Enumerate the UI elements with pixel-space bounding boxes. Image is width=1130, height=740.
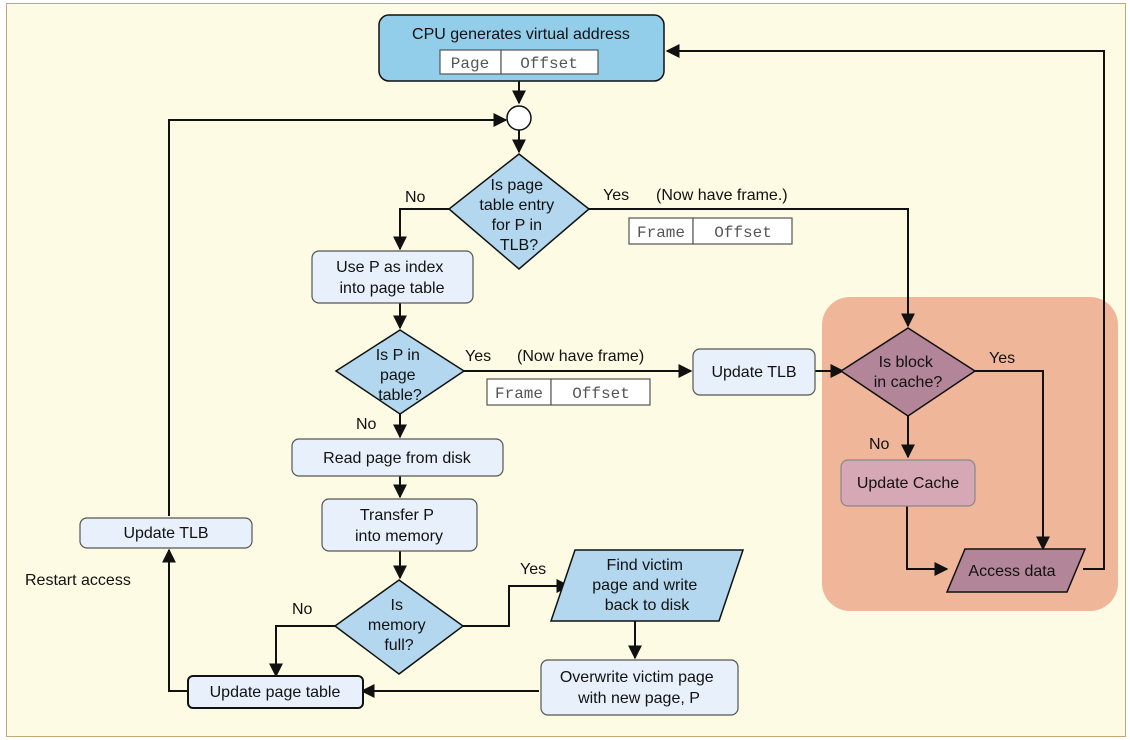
update-cache-node: Update Cache xyxy=(840,459,976,507)
pt-no-label: No xyxy=(356,416,377,433)
tlb-yes-label: Yes xyxy=(603,187,629,204)
edge-mem-yes xyxy=(463,579,571,627)
svg-text:Frame: Frame xyxy=(637,224,685,242)
merge-connector xyxy=(506,105,532,131)
update-page-table-node: Update page table xyxy=(187,675,364,709)
pt-yes-label: Yes xyxy=(465,348,491,365)
page-field-box xyxy=(439,49,502,75)
overwrite-victim-node: Overwrite victim page with new page, P xyxy=(540,659,739,716)
pt-note-label: (Now have frame) xyxy=(517,348,644,365)
tlb-no-label: No xyxy=(405,189,426,206)
find-victim-node: Find victim page and write back to disk xyxy=(549,549,745,622)
svg-text:Update TLB: Update TLB xyxy=(123,525,208,542)
update-tlb-left-node: Update TLB xyxy=(79,517,253,549)
read-page-from-disk-node: Read page from disk xyxy=(291,438,504,477)
edges xyxy=(162,44,1105,698)
mem-no-label: No xyxy=(292,601,313,618)
cache-check-diamond: Is block in cache? xyxy=(839,327,977,417)
offset-field-box xyxy=(500,49,599,75)
frame-offset-box-middle: Frame Offset xyxy=(486,378,651,406)
cpu-generates-label: CPU generates virtual address xyxy=(412,26,630,43)
svg-text:Frame: Frame xyxy=(495,385,543,403)
svg-text:Read page from disk: Read page from disk xyxy=(323,450,472,467)
transfer-p-node: Transfer P into memory xyxy=(321,498,478,552)
edge-restart-access xyxy=(168,113,508,516)
svg-text:Is block in cache?: Is block in cache? xyxy=(874,354,943,391)
tlb-check-diamond: Is page table entry for P in TLB? xyxy=(447,153,591,270)
tlb-note-label: (Now have frame.) xyxy=(656,187,788,204)
cpu-generates-node: CPU generates virtual address Page Offse… xyxy=(378,14,665,82)
svg-text:Offset: Offset xyxy=(714,224,772,242)
restart-access-label: Restart access xyxy=(25,572,131,589)
svg-text:Access data: Access data xyxy=(968,563,1055,580)
edge-access-to-cpu xyxy=(665,44,1105,570)
access-data-node: Access data xyxy=(945,548,1087,593)
svg-text:Is memory full?: Is memory full? xyxy=(368,597,430,654)
diagram-canvas: CPU generates virtual address Page Offse… xyxy=(6,3,1126,737)
edge-update-pt-to-update-tlb xyxy=(162,548,188,692)
edge-cache-yes xyxy=(975,370,1050,551)
svg-text:Find victim page and wri: Find victim page and write back to disk xyxy=(592,557,701,614)
update-tlb-right-node: Update TLB xyxy=(692,348,816,396)
page-field-label: Page xyxy=(451,55,489,73)
svg-text:Update TLB: Update TLB xyxy=(711,364,796,381)
use-p-as-index-node: Use P as index into page table xyxy=(311,250,474,304)
svg-text:Update Cache: Update Cache xyxy=(857,475,959,492)
svg-text:Overwrite victim page wi: Overwrite victim page with new page, P xyxy=(560,669,718,707)
flowchart: CPU generates virtual address Page Offse… xyxy=(25,14,1118,716)
memory-full-diamond: Is memory full? xyxy=(333,579,465,675)
svg-text:Transfer P into memory: Transfer P into memory xyxy=(355,507,443,545)
svg-text:Is P in page table: Is P in page table? xyxy=(376,347,425,404)
page-table-check-diamond: Is P in page table? xyxy=(334,329,466,415)
svg-text:Update page table: Update page table xyxy=(210,684,341,701)
offset-field-label: Offset xyxy=(520,55,578,73)
svg-text:Use P as index into page: Use P as index into page table xyxy=(336,259,448,297)
tlb-check-label: Is page table entry for P in TLB? xyxy=(479,177,558,254)
mem-yes-label: Yes xyxy=(520,561,546,578)
edge-mem-no xyxy=(269,625,335,678)
edge-tlb-no xyxy=(393,208,449,251)
cache-yes-label: Yes xyxy=(989,350,1015,367)
edge-update-cache-to-access xyxy=(906,506,949,576)
svg-text:Offset: Offset xyxy=(572,385,630,403)
cache-no-label: No xyxy=(869,436,890,453)
frame-offset-box-top: Frame Offset xyxy=(628,217,793,245)
edge-tlb-yes xyxy=(589,208,915,328)
